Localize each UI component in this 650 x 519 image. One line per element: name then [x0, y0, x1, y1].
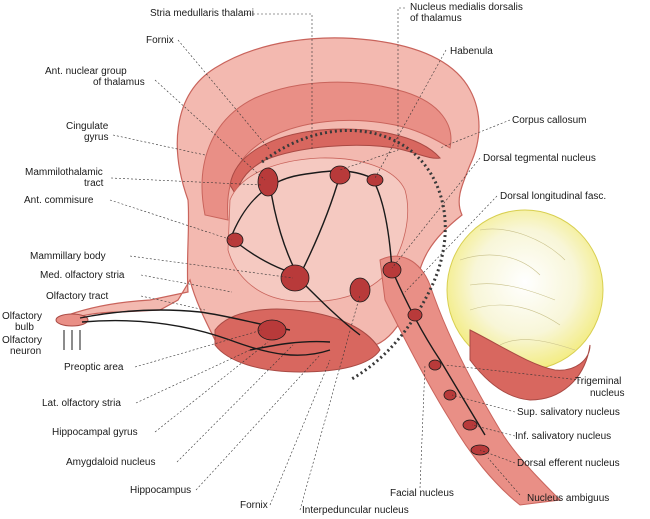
- label-interpeduncular: Interpeduncular nucleus: [302, 505, 409, 516]
- label-hippocampal-gyrus: Hippocampal gyrus: [52, 427, 138, 438]
- label-cingulate: Cingulate: [66, 121, 109, 132]
- dotted-tract: [261, 128, 447, 382]
- corpus-callosum: [229, 128, 441, 197]
- nuclei: [226, 165, 490, 456]
- label-sup-salivatory: Sup. salivatory nucleus: [517, 407, 620, 418]
- label-ant-commisure: Ant. commisure: [24, 195, 94, 206]
- label-ant-nuclear-line2: of thalamus: [93, 77, 145, 88]
- label-stria-medullaris: Stria medullaris thalami: [150, 8, 254, 19]
- label-trigeminal: Trigeminal: [575, 376, 622, 387]
- label-dorsal-longitudinal: Dorsal longitudinal fasc.: [500, 191, 607, 202]
- label-nucleus-medialis: Nucleus medialis dorsalis: [410, 2, 523, 13]
- label-dorsal-efferent: Dorsal efferent nucleus: [517, 458, 620, 469]
- label-trigeminal-line2: nucleus: [590, 388, 625, 399]
- olfactory-neurons: [63, 330, 81, 350]
- label-preoptic-area: Preoptic area: [64, 362, 124, 373]
- label-hippocampus: Hippocampus: [130, 485, 192, 496]
- cingulate-band: [201, 81, 452, 221]
- label-lat-olfactory: Lat. olfactory stria: [42, 398, 121, 409]
- temporal-lobe: [214, 308, 381, 373]
- label-olfactory-bulb-line2: bulb: [15, 322, 34, 333]
- label-ant-nuclear: Ant. nuclear group: [45, 66, 127, 77]
- label-olfactory-neuron-line2: neuron: [10, 346, 42, 357]
- leader-lines: [109, 7, 581, 511]
- brainstem: [379, 255, 562, 506]
- label-mammilothalamic: Mammilothalamic: [25, 167, 103, 178]
- label-nucleus-medialis-line2: of thalamus: [410, 13, 462, 24]
- label-inf-salivatory: Inf. salivatory nucleus: [515, 431, 612, 442]
- pons: [469, 329, 591, 401]
- label-olfactory-bulb: Olfactory: [2, 311, 43, 322]
- label-dorsal-tegmental: Dorsal tegmental nucleus: [483, 153, 596, 164]
- olfactory-bulb: [55, 313, 89, 327]
- label-olfactory-tract: Olfactory tract: [46, 291, 109, 302]
- label-mammilothalamic-line2: tract: [84, 178, 104, 189]
- label-med-olfactory: Med. olfactory stria: [40, 270, 125, 281]
- label-habenula: Habenula: [450, 46, 493, 57]
- label-amygdaloid: Amygdaloid nucleus: [66, 457, 156, 468]
- label-corpus-callosum: Corpus callosum: [512, 115, 587, 126]
- label-fornix-top: Fornix: [146, 35, 174, 46]
- label-fornix-bottom: Fornix: [240, 500, 268, 511]
- label-facial-nucleus: Facial nucleus: [390, 488, 454, 499]
- cerebellum-folia: [459, 228, 576, 351]
- label-cingulate-line2: gyrus: [84, 132, 109, 143]
- label-nucleus-ambiguus: Nucleus ambiguus: [527, 493, 610, 504]
- label-mammillary-body: Mammillary body: [30, 251, 106, 262]
- label-olfactory-neuron: Olfactory: [2, 335, 43, 346]
